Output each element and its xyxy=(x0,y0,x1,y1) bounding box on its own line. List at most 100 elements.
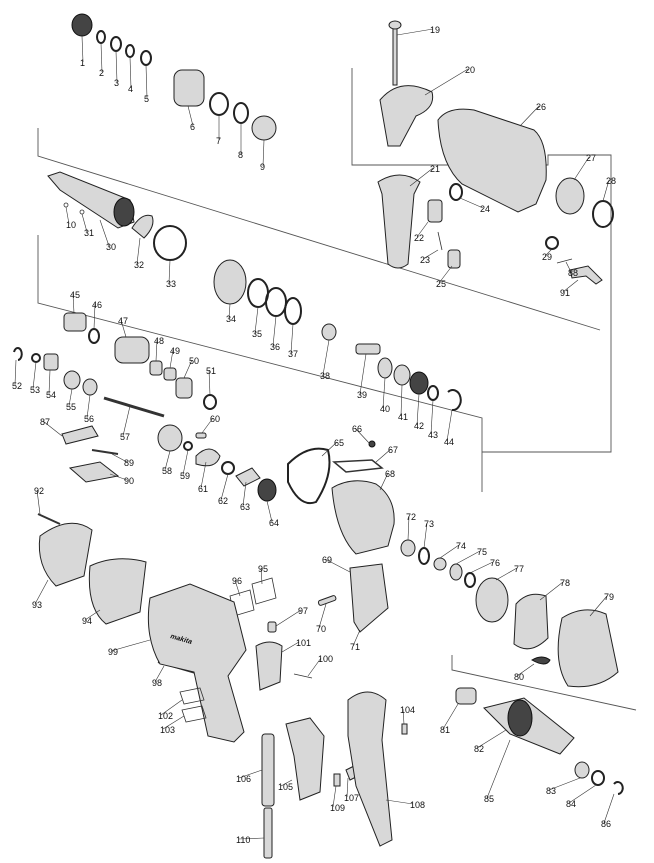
part-number-66: 66 xyxy=(352,424,362,434)
leader-line-31 xyxy=(81,213,88,233)
part-number-1: 1 xyxy=(80,58,85,68)
part-75-shape xyxy=(449,563,463,581)
leader-line-35 xyxy=(254,306,259,334)
part-number-107: 107 xyxy=(344,793,359,803)
part-97-shape xyxy=(267,621,277,633)
part-number-67: 67 xyxy=(388,445,398,455)
part-number-41: 41 xyxy=(398,412,408,422)
leader-line-90 xyxy=(109,473,128,481)
part-number-78: 78 xyxy=(560,578,570,588)
leader-line-96 xyxy=(234,579,241,597)
part-number-109: 109 xyxy=(330,803,345,813)
part-number-61: 61 xyxy=(198,484,208,494)
part-84-shape xyxy=(591,770,605,786)
part-number-75: 75 xyxy=(477,547,487,557)
part-number-29: 29 xyxy=(542,252,552,262)
part-number-84: 84 xyxy=(566,799,576,809)
part-87-shape xyxy=(61,425,99,445)
impact-parts xyxy=(63,312,217,410)
part-35-shape xyxy=(247,278,269,308)
part-86-shape xyxy=(613,781,624,795)
part-52-shape xyxy=(13,347,23,361)
leader-line-55 xyxy=(68,388,73,407)
leader-line-37 xyxy=(290,323,294,354)
part-number-82: 82 xyxy=(474,744,484,754)
leader-line-38 xyxy=(322,339,330,376)
part-number-90: 90 xyxy=(124,476,134,486)
part-number-63: 63 xyxy=(240,502,250,512)
part-81-shape xyxy=(455,687,477,705)
part-number-73: 73 xyxy=(424,519,434,529)
leader-line-65 xyxy=(321,441,338,457)
leader-line-89 xyxy=(111,453,128,463)
part-number-60: 60 xyxy=(210,414,220,424)
leader-line-108 xyxy=(385,799,414,805)
leader-line-76 xyxy=(469,561,494,574)
part-19-shape xyxy=(392,24,398,86)
gear-housing-parts xyxy=(437,108,614,228)
part-number-47: 47 xyxy=(118,316,128,326)
part-47-shape xyxy=(114,336,150,364)
part-90-shape xyxy=(68,461,120,483)
leader-line-30 xyxy=(99,219,110,247)
part-number-56: 56 xyxy=(84,414,94,424)
leader-line-66 xyxy=(354,427,371,445)
part-9-shape xyxy=(251,115,277,141)
leader-line-4 xyxy=(129,56,132,89)
leader-line-50 xyxy=(183,359,193,379)
part-number-77: 77 xyxy=(514,564,524,574)
leader-line-33 xyxy=(168,259,171,284)
part-61-shape xyxy=(195,448,221,467)
leader-line-63 xyxy=(242,481,247,507)
part-3-shape xyxy=(110,36,122,52)
part-number-50: 50 xyxy=(189,356,199,366)
part-number-85: 85 xyxy=(484,794,494,804)
part-number-2: 2 xyxy=(99,68,104,78)
leader-line-64 xyxy=(266,500,273,523)
leader-line-46 xyxy=(93,303,96,330)
part-25-shape xyxy=(447,249,461,269)
part-number-22: 22 xyxy=(414,233,424,243)
part-32-shape xyxy=(131,214,154,239)
part-21-shape xyxy=(377,174,421,269)
part-number-79: 79 xyxy=(604,592,614,602)
part-57-shape xyxy=(103,396,165,418)
part-29-shape xyxy=(545,236,559,250)
part-93-shape xyxy=(38,522,93,587)
part-number-33: 33 xyxy=(166,279,176,289)
leader-line-52 xyxy=(14,359,17,386)
part-number-48: 48 xyxy=(154,336,164,346)
part-34-shape xyxy=(213,259,247,305)
leader-line-77 xyxy=(495,567,518,581)
part-95-shape xyxy=(251,577,277,605)
leader-line-69 xyxy=(324,558,351,573)
part-number-72: 72 xyxy=(406,512,416,522)
part-46-shape xyxy=(88,328,100,344)
leader-line-58 xyxy=(164,450,171,471)
part-43-shape xyxy=(427,385,439,401)
leader-line-91 xyxy=(562,279,579,293)
spindle-parts xyxy=(47,171,187,261)
part-69-shape xyxy=(349,563,389,633)
leader-line-44 xyxy=(446,409,453,442)
leader-line-23 xyxy=(422,249,439,260)
side-handle-parts xyxy=(377,20,463,269)
part-number-96: 96 xyxy=(232,576,242,586)
part-83-shape xyxy=(574,761,590,779)
leader-line-94 xyxy=(84,609,101,621)
part-number-19: 19 xyxy=(430,25,440,35)
leader-line-99 xyxy=(110,639,151,652)
leader-line-62 xyxy=(220,473,229,501)
leader-line-86 xyxy=(603,793,615,824)
part-number-101: 101 xyxy=(296,638,311,648)
part-number-38: 38 xyxy=(320,371,330,381)
part-number-49: 49 xyxy=(170,346,180,356)
part-number-51: 51 xyxy=(206,366,216,376)
part-89-shape xyxy=(91,449,119,455)
part-105-shape xyxy=(285,717,325,801)
part-number-64: 64 xyxy=(269,518,279,528)
part-31-shape xyxy=(79,209,85,215)
leader-line-92 xyxy=(36,489,41,515)
part-22-shape xyxy=(427,199,443,223)
